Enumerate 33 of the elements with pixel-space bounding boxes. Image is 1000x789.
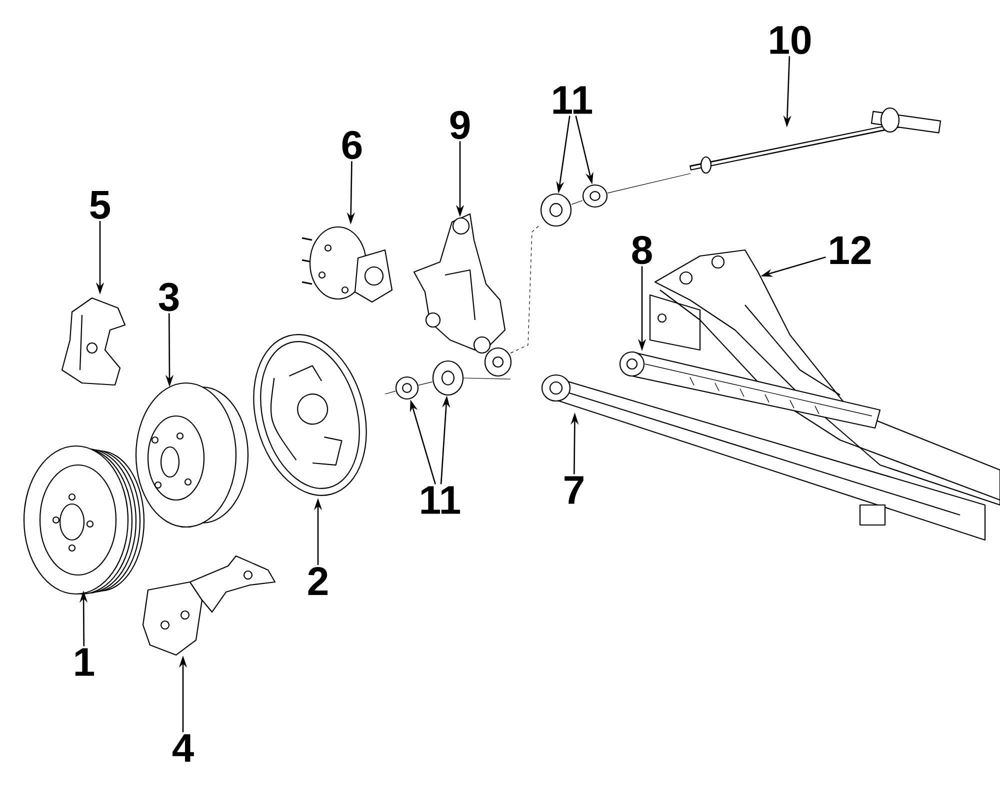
control-arm-drawing xyxy=(619,351,881,429)
callout-number: 3 xyxy=(158,282,179,312)
callout-number: 6 xyxy=(342,130,362,160)
control-arm-drawing xyxy=(541,374,986,541)
axis-line xyxy=(571,200,583,205)
bushing-drawing xyxy=(432,360,464,396)
knuckle-drawing xyxy=(413,213,512,377)
callout-number: 10 xyxy=(770,26,811,54)
callout-number: 5 xyxy=(90,191,110,219)
caliper-bracket-drawing xyxy=(142,555,276,656)
callout-number: 7 xyxy=(564,476,584,504)
callout-number: 12 xyxy=(830,236,871,264)
bushing-drawing xyxy=(582,184,608,208)
brake-rotor-drawing xyxy=(135,382,249,528)
callout-number: 11 xyxy=(553,86,592,114)
axis-line xyxy=(463,378,511,380)
backing-plate-drawing xyxy=(253,334,367,496)
hub-drawing xyxy=(302,226,393,303)
axis-line xyxy=(607,173,691,194)
callout-number: 1 xyxy=(75,648,94,676)
callout-number: 11 xyxy=(421,486,460,514)
bushing-drawing xyxy=(540,193,572,227)
callout-number: 9 xyxy=(450,110,470,140)
bushing-drawing xyxy=(395,376,419,400)
stabilizer-bar-drawing xyxy=(690,107,942,174)
axis-line xyxy=(510,224,541,354)
axis-line xyxy=(384,390,396,394)
caliper-drawing xyxy=(61,297,126,386)
brake-drum-drawing xyxy=(23,445,145,595)
callout-number: 4 xyxy=(172,734,194,762)
callout-number: 2 xyxy=(308,567,328,595)
axis-line xyxy=(418,382,433,386)
callout-number: 8 xyxy=(632,236,652,264)
